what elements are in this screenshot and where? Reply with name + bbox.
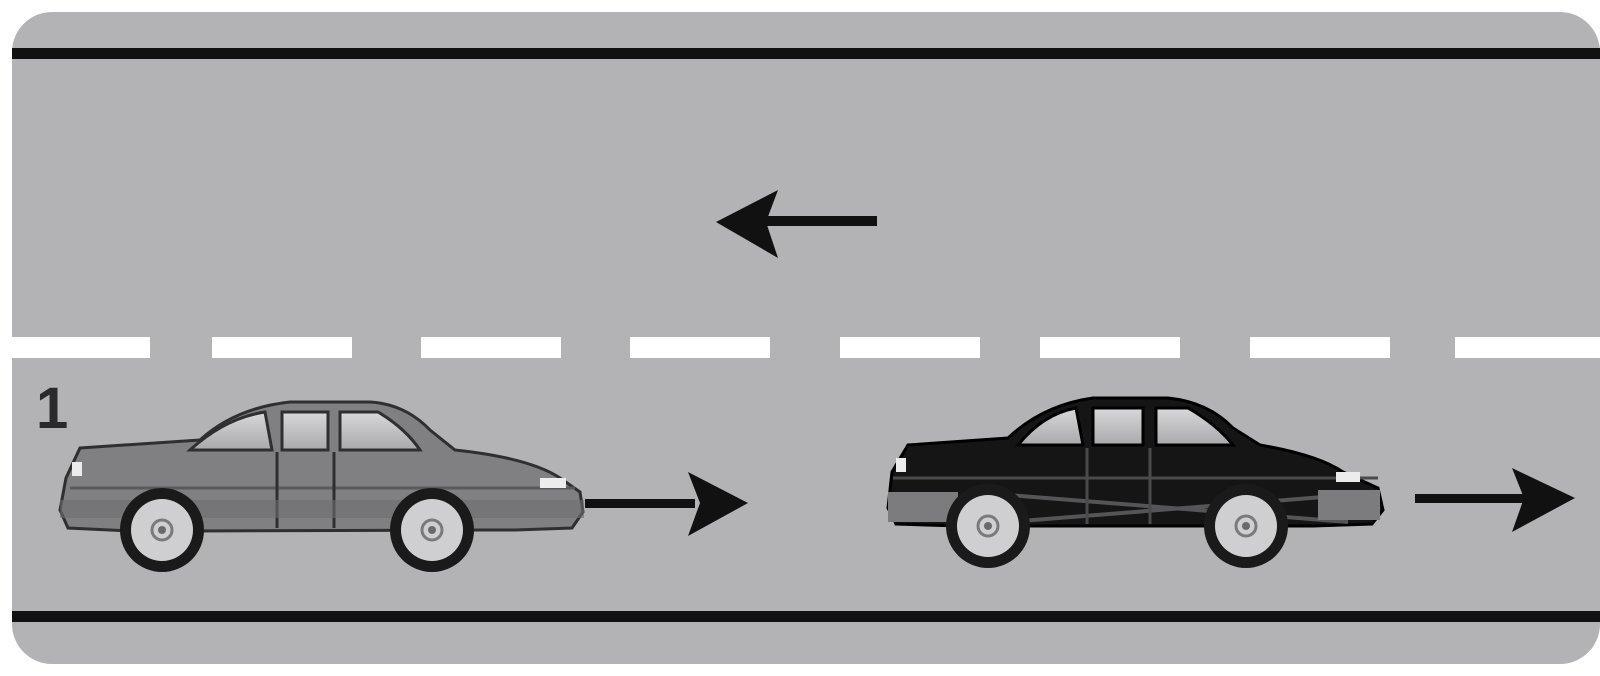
bottom-edge-line <box>12 611 1600 622</box>
vehicle-label: 1 <box>36 376 68 441</box>
top-edge-line <box>12 48 1600 59</box>
